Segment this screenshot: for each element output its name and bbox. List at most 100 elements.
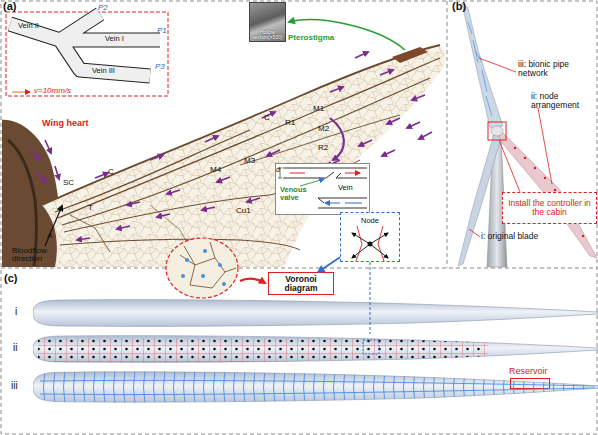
wing-cell-zoom <box>166 238 265 298</box>
vein-name: Vein II <box>18 22 39 31</box>
path-element <box>62 78 430 225</box>
rect-element <box>40 371 585 405</box>
path-element <box>359 140 372 146</box>
blade-outline <box>33 298 598 328</box>
part-label: iii: bionic pipe network <box>518 60 596 79</box>
circle-element <box>524 157 526 159</box>
path-element <box>127 202 140 205</box>
part-label: ii: node arrangement <box>531 92 595 111</box>
vein-code: R1 <box>285 118 295 127</box>
node-text: Vein <box>338 184 353 193</box>
path-element <box>60 239 300 250</box>
node-blade: ii <box>33 334 598 364</box>
circle-element <box>554 189 556 191</box>
venous-valve-drawing <box>275 163 370 215</box>
circle-element <box>582 235 584 237</box>
path-element <box>283 168 367 178</box>
path-element <box>330 118 344 160</box>
node-text: ii <box>13 342 17 354</box>
path-element <box>157 214 170 217</box>
polygon-element <box>462 3 503 128</box>
path-element <box>42 45 440 205</box>
circle-element <box>534 167 536 169</box>
rect-element <box>488 122 506 140</box>
pressure-point: P3 <box>155 62 165 71</box>
vein-code: Cu1 <box>236 206 251 215</box>
path-element <box>468 22 492 116</box>
path-element <box>58 58 440 218</box>
part-label: i: original blade <box>481 232 561 241</box>
path-element <box>150 205 200 266</box>
path-element <box>10 14 160 76</box>
reservoir-box: Reservoir <box>510 378 550 389</box>
path-element <box>240 115 400 165</box>
connector-line <box>370 262 371 334</box>
g-element <box>181 249 226 286</box>
path-element <box>42 45 445 267</box>
ellipse-element <box>491 126 503 136</box>
circle-element <box>185 258 189 262</box>
voronoi-box: Voronoi diagram <box>268 272 334 295</box>
node-detail-box: Node <box>340 212 400 262</box>
path-element <box>30 150 40 160</box>
line-element <box>1 268 597 269</box>
blade-outline <box>33 334 598 364</box>
node-text: i <box>15 306 17 318</box>
blade-shape <box>33 336 598 363</box>
g-element <box>42 45 440 266</box>
flow-speed: v=10mm/s <box>34 86 71 95</box>
node-text: iii <box>11 380 18 392</box>
path-element <box>95 173 108 178</box>
pipe-network <box>40 371 595 405</box>
vein-name: Vein III <box>92 67 115 76</box>
blade-shape <box>33 372 598 402</box>
path-element <box>326 172 341 178</box>
path-element <box>45 206 62 246</box>
path-element <box>77 238 90 240</box>
path-element <box>355 52 368 58</box>
node-grid <box>38 338 488 362</box>
path-element <box>356 226 384 261</box>
g-element <box>352 233 388 258</box>
dimension-label: d <box>276 166 280 174</box>
node-text: Hollow section(×500) <box>251 30 284 40</box>
dragonfly-wing <box>0 20 445 267</box>
path-element <box>290 173 360 174</box>
path-element <box>289 20 405 50</box>
panel-letter: (b) <box>452 0 466 13</box>
connector-line <box>318 257 340 272</box>
path-element <box>55 166 59 179</box>
path-element <box>55 130 250 212</box>
node-text: Venous valve <box>280 186 316 201</box>
path-element <box>202 207 215 210</box>
rect-element <box>6 12 168 96</box>
g-element <box>10 14 160 76</box>
path-element <box>370 244 388 258</box>
node-text: Install the controller in the cabin <box>504 199 595 217</box>
path-element <box>382 150 395 156</box>
path-element <box>217 177 230 182</box>
part-name: Wing heart <box>42 118 88 128</box>
valve-inset-box: Venous valve Vein <box>275 163 370 215</box>
line-element <box>447 1 448 268</box>
circle-element <box>544 177 546 179</box>
pressure-point: P1 <box>157 26 167 35</box>
path-element <box>352 233 370 244</box>
path-element <box>247 198 260 202</box>
circle-element <box>203 249 207 253</box>
path-element <box>352 244 370 258</box>
controller-box: Install the controller in the cabin <box>502 192 597 224</box>
vein-code: SC <box>63 178 74 187</box>
panel-letter: (a) <box>3 0 16 13</box>
node-text: Reservoir <box>509 366 548 376</box>
path-element <box>419 132 432 139</box>
vein-code: A <box>47 231 52 240</box>
bionic-blade: iiiReservoir <box>33 370 598 404</box>
path-element <box>12 92 30 93</box>
vein-code: M1 <box>313 104 324 113</box>
path-element <box>380 70 393 75</box>
